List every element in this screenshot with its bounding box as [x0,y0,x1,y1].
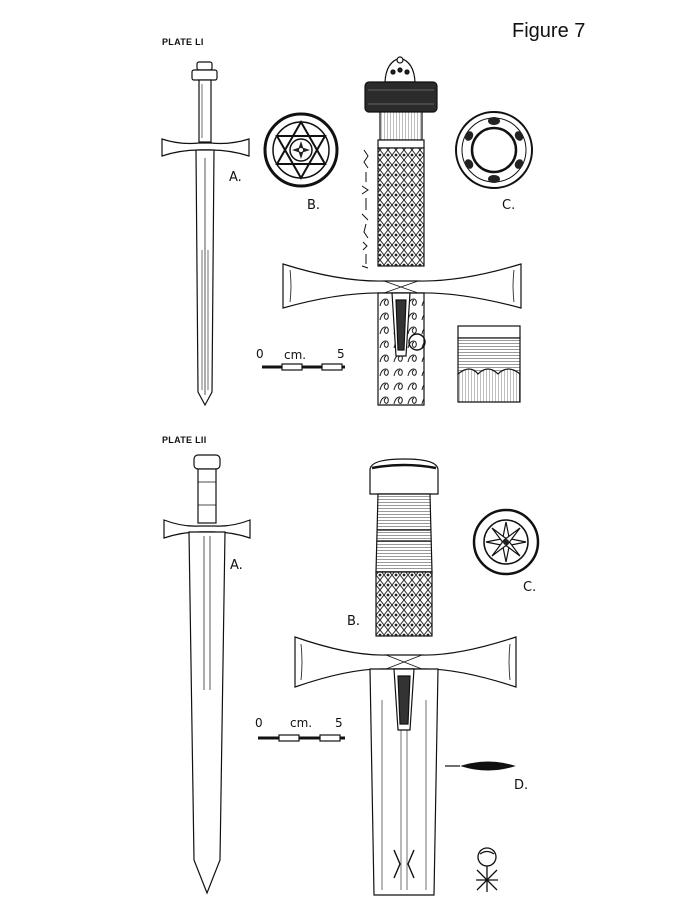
plate-2-hilt-detail [294,458,517,896]
plate-2-hilt-crossguard [294,636,517,688]
plate-1-pommel-ring-c [455,111,533,189]
plate-2-hilt-grip-diamonds [375,571,433,637]
plate-2-pommel-rosette-c [472,508,540,576]
plate-1-hilt-grip [377,147,425,267]
plate-2-letter-c: C. [523,580,537,595]
plate-1-hilt-crossguard [282,263,522,309]
plate-1-label: PLATE LI [162,37,204,47]
plate-2-sword-a-grip [197,468,217,524]
figure-title: Figure 7 [512,20,586,42]
plate-2-letter-b: B. [347,614,361,629]
plate-2-scale-start: 0 [255,716,263,730]
plate-2-hilt-pommel [369,458,439,495]
plate-2-scale-end: 5 [335,716,343,730]
plate-1-sword-a-crossguard [161,138,250,157]
plate-1-letter-c: C. [502,198,516,213]
plate-2-label: PLATE LII [162,435,207,445]
plate-2-sword-a-blade [188,531,226,895]
plate-2-sword-a [163,454,251,895]
plate-1-sword-a-pommel [196,61,213,71]
plate-2-makers-mark [476,847,498,892]
plate-1-pommel-rosette-b [263,112,339,188]
plate-1-hilt-pommel [364,81,438,113]
plate-1-chape [457,325,521,403]
plate-2-blade-section-d [445,761,516,771]
plate-1-scale-end: 5 [337,347,345,361]
plate-1-sword-a-grip [198,79,212,143]
plate-2-hilt-grip-wrap [375,493,433,573]
plate-1-scale-unit: cm. [284,348,307,362]
plate-2-scale-bar [258,734,345,742]
plate-1-hilt-detail [282,56,522,406]
plate-1-scale-start: 0 [256,347,264,361]
plate-2-scale-unit: cm. [290,716,313,730]
plate-2-letter-a: A. [230,558,243,573]
plate-2-sword-a-pommel [193,454,221,470]
plate-1-letter-a: A. [229,170,242,185]
plate-1-letter-b: B. [307,198,321,213]
plate-2-letter-d: D. [514,778,529,793]
plate-1-inscription [361,149,369,269]
plate-2-sword-a-crossguard [163,519,251,539]
plate-2-hilt-blade [369,668,439,896]
plate-1-sword-a [161,61,250,407]
plate-1-scale-bar [262,363,345,371]
